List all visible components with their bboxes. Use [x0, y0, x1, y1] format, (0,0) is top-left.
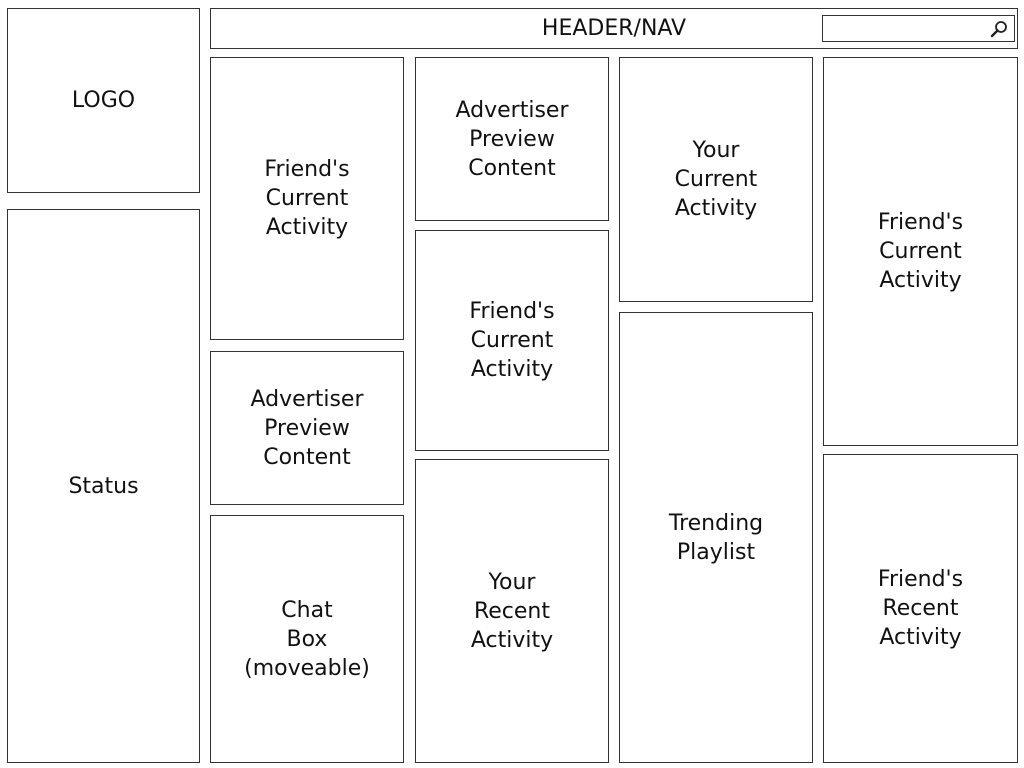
chat-box[interactable]: Chat Box (moveable)	[210, 515, 404, 763]
card-label: Your Recent Activity	[470, 569, 554, 653]
status-label: Status	[68, 473, 139, 499]
card-label: Friend's Current Activity	[877, 210, 964, 293]
card-label: Advertiser Preview Content	[250, 386, 364, 470]
friend-recent-activity-card[interactable]: Friend's Recent Activity	[823, 454, 1018, 763]
your-current-activity-card[interactable]: Your Current Activity	[619, 57, 813, 302]
search-input[interactable]	[827, 17, 991, 42]
friend-current-activity-card[interactable]: Friend's Current Activity	[210, 57, 404, 340]
magnifier-icon[interactable]	[990, 20, 1008, 38]
card-label: Friend's Recent Activity	[877, 567, 964, 650]
search-box[interactable]	[822, 15, 1015, 42]
logo-box[interactable]: LOGO	[7, 8, 200, 193]
status-panel: Status	[7, 209, 200, 763]
friend-current-activity-card[interactable]: Friend's Current Activity	[415, 230, 609, 451]
card-label: Friend's Current Activity	[264, 157, 350, 240]
card-label: Trending Playlist	[668, 510, 764, 565]
friend-current-activity-card[interactable]: Friend's Current Activity	[823, 57, 1018, 446]
advertiser-preview-card[interactable]: Advertiser Preview Content	[415, 57, 609, 221]
your-recent-activity-card[interactable]: Your Recent Activity	[415, 459, 609, 763]
header-label: HEADER/NAV	[541, 16, 687, 41]
logo-label: LOGO	[71, 88, 136, 113]
trending-playlist-card[interactable]: Trending Playlist	[619, 312, 813, 763]
card-label: Chat Box (moveable)	[244, 597, 370, 681]
card-label: Friend's Current Activity	[469, 299, 555, 382]
advertiser-preview-card[interactable]: Advertiser Preview Content	[210, 351, 404, 505]
card-label: Your Current Activity	[674, 138, 758, 221]
card-label: Advertiser Preview Content	[455, 97, 569, 181]
